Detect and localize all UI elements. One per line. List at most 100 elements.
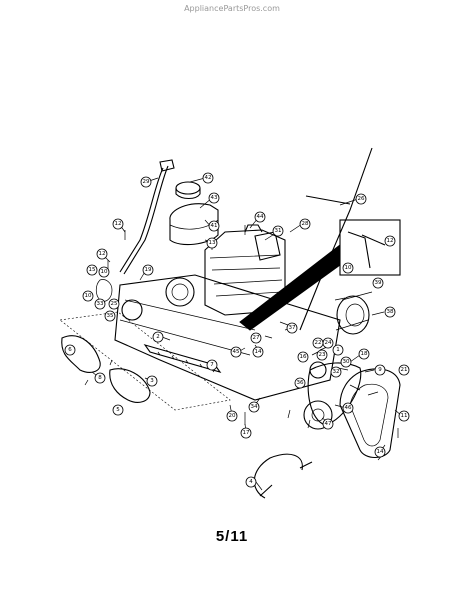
callout-10-b: 10 <box>82 290 94 302</box>
gas-cap <box>175 181 201 195</box>
svg-text:46: 46 <box>345 405 352 411</box>
svg-text:25: 25 <box>111 301 118 307</box>
scraper-bar <box>143 344 222 373</box>
svg-text:17: 17 <box>243 430 250 436</box>
svg-text:12: 12 <box>99 251 106 257</box>
callout-1: 1 <box>332 344 344 356</box>
callout-12-inset: 12 <box>384 235 396 247</box>
svg-text:23: 23 <box>319 352 326 358</box>
callout-14-b: 14 <box>374 446 386 458</box>
svg-text:14: 14 <box>377 449 384 455</box>
svg-text:45: 45 <box>233 349 240 355</box>
handle-rod <box>299 147 373 331</box>
wheel <box>336 295 370 335</box>
svg-text:2: 2 <box>156 334 160 340</box>
extension-cord <box>253 453 303 499</box>
svg-text:39: 39 <box>375 280 382 286</box>
svg-text:33: 33 <box>97 301 104 307</box>
callout-25: 25 <box>108 298 120 310</box>
watermark-text: AppliancePartsPros.com <box>184 4 280 13</box>
callout-23: 23 <box>316 349 328 361</box>
svg-text:20: 20 <box>229 413 236 419</box>
callout-8: 8 <box>94 372 106 384</box>
callout-2: 2 <box>152 331 164 343</box>
callout-9: 9 <box>374 364 386 376</box>
svg-text:37: 37 <box>289 325 296 331</box>
svg-text:14: 14 <box>255 349 262 355</box>
svg-text:7: 7 <box>210 362 214 368</box>
callout-24: 24 <box>322 337 334 349</box>
callout-5: 5 <box>112 404 124 416</box>
callout-34: 34 <box>248 401 260 413</box>
callout-30: 30 <box>340 356 352 368</box>
callout-17: 17 <box>240 427 252 439</box>
callout-41: 41 <box>208 220 220 232</box>
callout-29: 29 <box>140 176 152 188</box>
svg-text:16: 16 <box>300 354 307 360</box>
callout-21: 21 <box>398 364 410 376</box>
auger-paddle-left <box>61 335 101 373</box>
svg-text:21: 21 <box>401 367 408 373</box>
svg-text:27: 27 <box>253 335 260 341</box>
chute-rod <box>119 167 164 273</box>
callout-26: 26 <box>355 193 367 205</box>
svg-text:11: 11 <box>401 413 408 419</box>
svg-text:5: 5 <box>116 407 120 413</box>
callout-15: 15 <box>86 264 98 276</box>
svg-text:34: 34 <box>251 404 258 410</box>
svg-text:26: 26 <box>358 196 365 202</box>
callout-7: 7 <box>206 359 218 371</box>
callout-35: 35 <box>104 310 116 322</box>
svg-text:41: 41 <box>211 223 218 229</box>
svg-text:19: 19 <box>145 267 152 273</box>
svg-text:32: 32 <box>333 369 340 375</box>
callout-14-a: 14 <box>252 346 264 358</box>
drive-pulley <box>309 361 327 379</box>
callout-47: 47 <box>322 418 334 430</box>
svg-text:3: 3 <box>150 378 154 384</box>
inset-leader-wedge <box>239 243 341 331</box>
svg-text:36: 36 <box>297 380 304 386</box>
callout-45: 45 <box>230 346 242 358</box>
svg-text:10: 10 <box>101 269 108 275</box>
svg-text:35: 35 <box>107 313 114 319</box>
svg-text:1: 1 <box>336 347 340 353</box>
callout-33: 33 <box>94 298 106 310</box>
svg-text:10: 10 <box>345 265 352 271</box>
callout-12-top: 12 <box>112 218 124 230</box>
svg-text:28: 28 <box>302 221 309 227</box>
callout-39: 39 <box>372 277 384 289</box>
callout-11: 11 <box>398 410 410 422</box>
callout-20: 20 <box>226 410 238 422</box>
callout-12-left: 12 <box>96 248 108 260</box>
callout-44: 44 <box>254 211 266 223</box>
callout-28: 28 <box>299 218 311 230</box>
svg-text:12: 12 <box>115 221 122 227</box>
callout-10-inset: 10 <box>342 262 354 274</box>
callout-10-a: 10 <box>98 266 110 278</box>
svg-text:4: 4 <box>249 479 253 485</box>
svg-text:18: 18 <box>361 351 368 357</box>
svg-text:24: 24 <box>325 340 332 346</box>
callout-3: 3 <box>146 375 158 387</box>
svg-text:30: 30 <box>343 359 350 365</box>
callout-16: 16 <box>297 351 309 363</box>
svg-text:9: 9 <box>378 367 382 373</box>
page-number: 5/11 <box>215 528 249 545</box>
svg-text:22: 22 <box>315 340 322 346</box>
svg-text:8: 8 <box>98 375 102 381</box>
belt-cover <box>339 368 401 459</box>
svg-text:6: 6 <box>68 347 72 353</box>
svg-text:38: 38 <box>387 309 394 315</box>
svg-text:15: 15 <box>89 267 96 273</box>
callout-13: 13 <box>206 237 218 249</box>
callout-31: 31 <box>272 225 284 237</box>
svg-text:42: 42 <box>205 175 212 181</box>
callout-32: 32 <box>330 366 342 378</box>
callout-37: 37 <box>286 322 298 334</box>
svg-text:12: 12 <box>387 238 394 244</box>
callout-18: 18 <box>358 348 370 360</box>
svg-text:13: 13 <box>209 240 216 246</box>
callout-27: 27 <box>250 332 262 344</box>
